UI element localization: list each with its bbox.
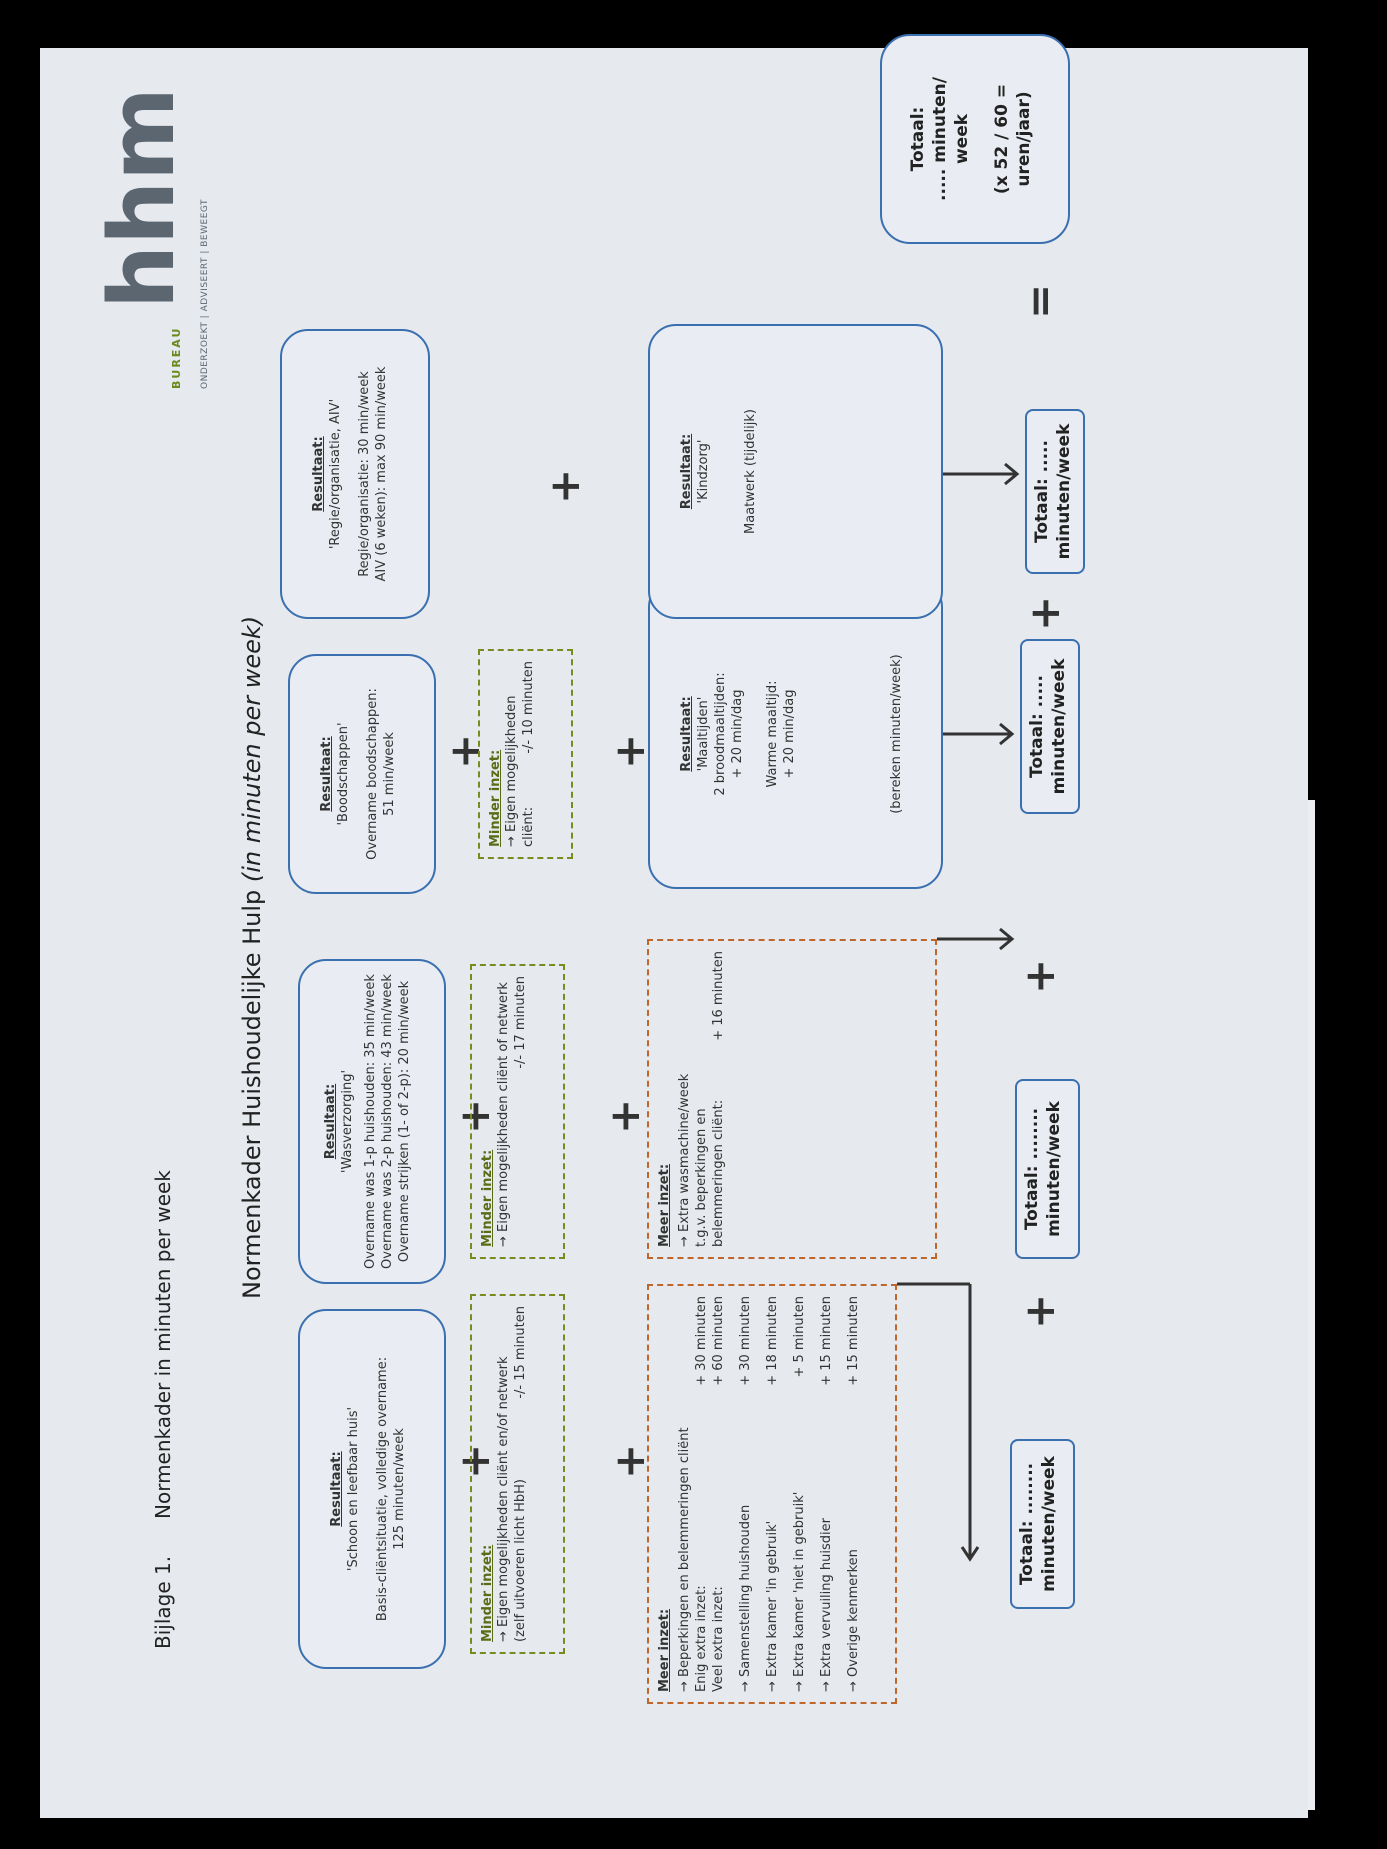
grand-total-box: Totaal: ..... minuten/ week (x 52 / 60 =… [880, 34, 1070, 244]
arrow-head [999, 722, 1015, 746]
plus-sign: + [1015, 1293, 1064, 1329]
total-label: Totaal: ........ [1022, 1107, 1042, 1231]
grand-total-unit: week [952, 113, 972, 165]
plus-sign: + [1015, 958, 1064, 994]
grand-total-formula: (x 52 / 60 = [992, 83, 1012, 195]
total-label: Totaal: ..... [1027, 675, 1047, 778]
total-unit: minuten/week [1054, 423, 1074, 560]
grand-total-label: Totaal: [908, 106, 928, 172]
plus-sign: + [1020, 595, 1069, 631]
total-unit: minuten/week [1049, 658, 1069, 795]
total-box-2: Totaal: ........ minuten/week [1015, 1079, 1080, 1259]
grand-total-value: ..... minuten/ [930, 77, 950, 201]
total-box-4: Totaal: ..... minuten/week [1025, 409, 1085, 574]
arrow-head [960, 1546, 980, 1562]
equals-sign: = [1015, 283, 1064, 319]
total-box-3: Totaal: ..... minuten/week [1020, 639, 1080, 814]
arrow-head [999, 927, 1015, 951]
total-label: Totaal: ........ [1017, 1462, 1037, 1586]
arrow-head [1004, 462, 1020, 486]
total-box-1: Totaal: ........ minuten/week [1010, 1439, 1075, 1609]
total-unit: minuten/week [1039, 1456, 1059, 1592]
grand-total-formula2: uren/jaar) [1014, 91, 1034, 187]
total-unit: minuten/week [1044, 1101, 1064, 1237]
total-label: Totaal: ..... [1032, 440, 1052, 543]
